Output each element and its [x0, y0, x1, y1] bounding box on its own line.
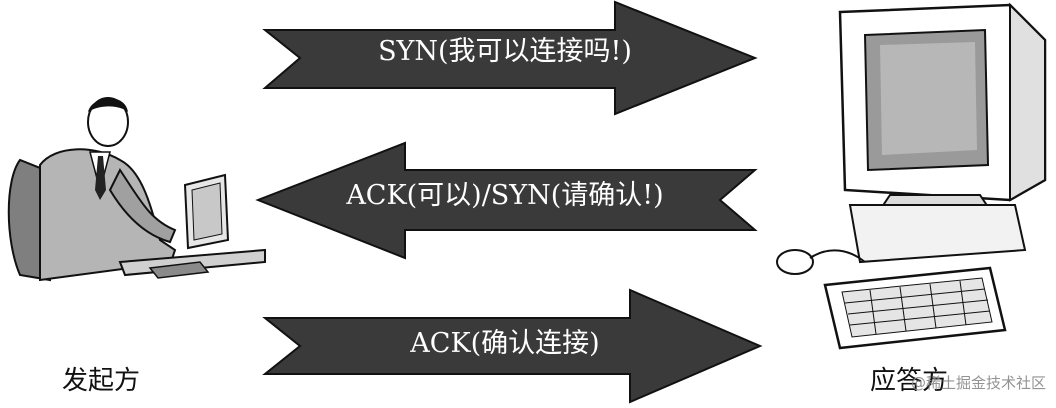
watermark: @稀土掘金技术社区 — [910, 374, 1046, 392]
responder-label: 应答方 — [870, 366, 949, 396]
responder-computer-icon — [776, 2, 1047, 350]
ack-arrow-label: ACK(确认连接) — [410, 328, 600, 359]
ack-syn-arrow-label: ACK(可以)/SYN(请确认!) — [346, 180, 664, 211]
ack-syn-arrow — [255, 141, 758, 260]
initiator-label: 发起方 — [62, 366, 141, 396]
syn-arrow-label: SYN(我可以连接吗!) — [378, 36, 632, 67]
ack-arrow — [262, 288, 763, 404]
syn-arrow — [262, 0, 758, 116]
initiator-person-icon — [7, 97, 266, 282]
